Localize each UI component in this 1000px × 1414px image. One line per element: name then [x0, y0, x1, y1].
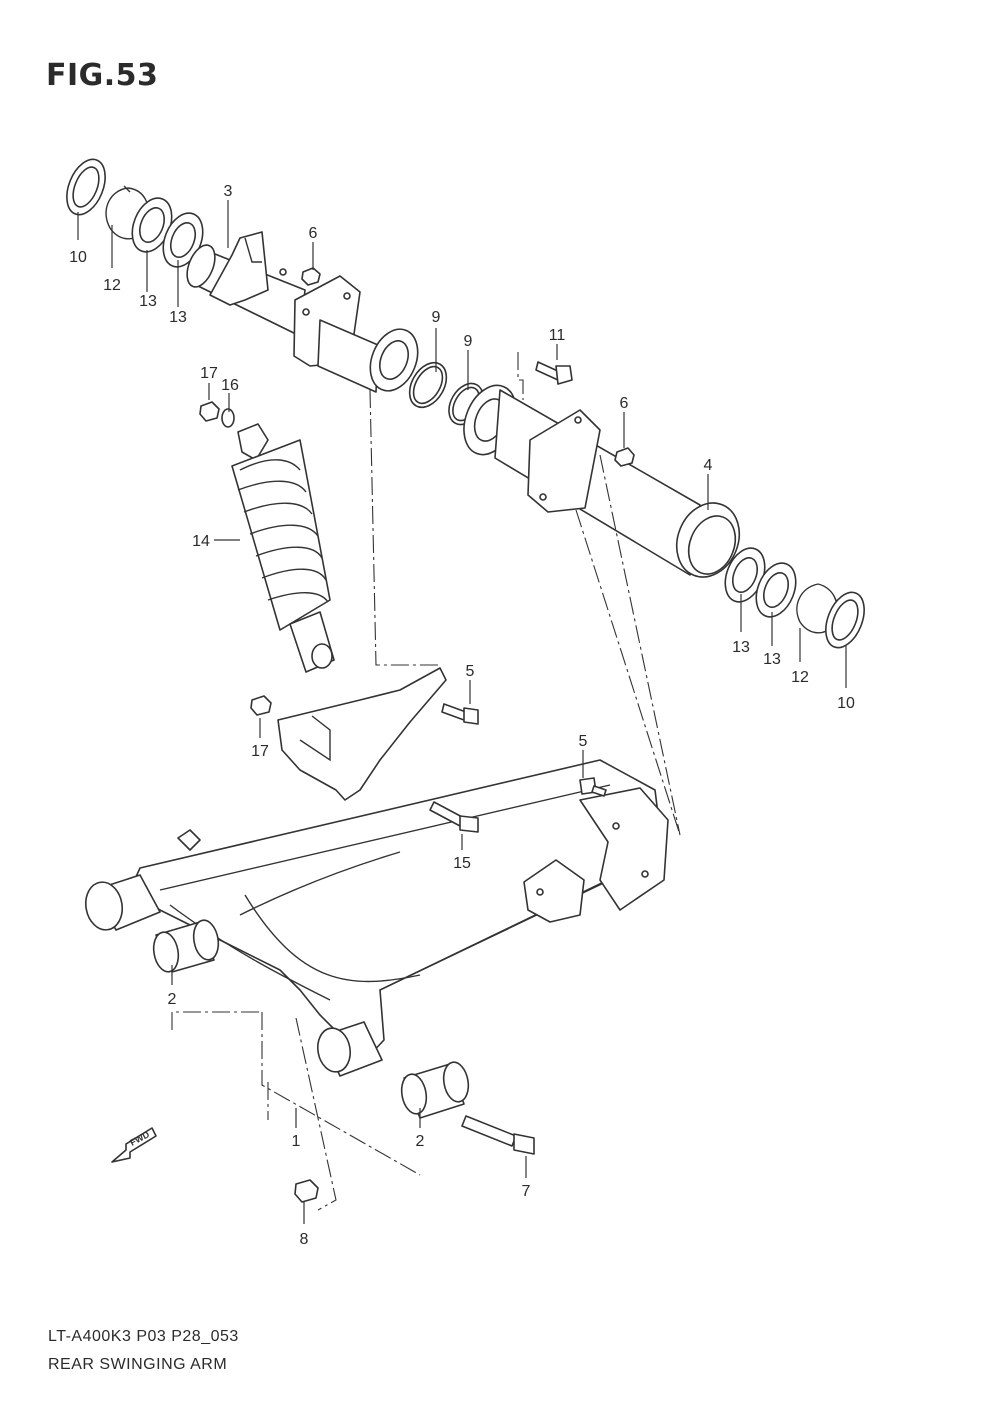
callout-nut-17-bottom: 17 [251, 743, 269, 760]
callout-oil-seal-right: 10 [837, 695, 855, 712]
callout-circlip-right: 12 [791, 669, 809, 686]
swinging-arm[interactable] [129, 667, 669, 1061]
assembly-dash-lines [171, 352, 681, 1211]
swing-arm-pivot-left [84, 874, 161, 931]
bearing-left-inner[interactable] [156, 207, 210, 272]
callout-bolt-5-bracket: 5 [579, 733, 588, 750]
callout-bushing-2-right: 2 [416, 1133, 425, 1150]
nut-17-bottom[interactable] [250, 695, 272, 716]
o-ring-right[interactable] [442, 377, 490, 430]
callout-bearing-right-outer: 13 [763, 651, 781, 668]
callout-oil-seal-left: 10 [69, 249, 87, 266]
bushing-2-right[interactable] [399, 1060, 472, 1119]
figure-title: FIG.53 [46, 58, 159, 93]
callout-bolt-5-shock: 5 [466, 663, 475, 680]
callout-bearing-left-inner: 13 [169, 309, 187, 326]
rear-shock-absorber[interactable] [231, 423, 335, 673]
oil-seal-left[interactable] [59, 154, 112, 221]
bolt-11[interactable] [535, 361, 573, 385]
callout-pivot-shaft-left: 3 [224, 183, 233, 200]
callout-bolt-11: 11 [549, 327, 566, 344]
callout-bearing-right-inner: 13 [732, 639, 750, 656]
callout-o-ring-left: 9 [432, 309, 441, 326]
leader-lines [77, 200, 847, 1224]
nut-6-left[interactable] [301, 267, 321, 286]
figure-caption: REAR SWINGING ARM [48, 1356, 228, 1373]
oil-seal-right[interactable] [818, 587, 871, 654]
callout-pivot-shaft-right: 4 [704, 457, 713, 474]
bushing-2-left[interactable] [151, 918, 222, 974]
bolt-5-bracket[interactable] [579, 777, 607, 797]
callout-bearing-left-outer: 13 [139, 293, 157, 310]
callout-bolt-7: 7 [522, 1183, 531, 1200]
callout-numbers: 10 12 13 13 3 6 9 9 11 17 16 6 4 14 13 1… [69, 183, 855, 1248]
callout-bolt-15: 15 [453, 855, 471, 872]
bearing-left-outer[interactable] [125, 192, 179, 257]
bolt-5-shock[interactable] [441, 703, 479, 725]
nut-8[interactable] [294, 1179, 319, 1203]
callout-nut-8: 8 [300, 1231, 309, 1248]
callout-washer-16: 16 [221, 377, 239, 394]
callout-swinging-arm: 1 [292, 1133, 301, 1150]
callout-o-ring-right: 9 [464, 333, 473, 350]
bolt-15[interactable] [429, 801, 479, 833]
o-ring-left[interactable] [402, 356, 454, 414]
pivot-shaft-left[interactable] [182, 231, 427, 398]
model-code: LT-A400K3 P03 P28_053 [48, 1328, 239, 1345]
callout-circlip-left: 12 [103, 277, 121, 294]
bearing-right-inner[interactable] [718, 542, 772, 607]
callout-rear-shock-absorber: 14 [192, 533, 210, 550]
callout-bushing-2-left: 2 [168, 991, 177, 1008]
bolt-7[interactable] [461, 1115, 535, 1155]
nut-6-right[interactable] [614, 447, 635, 467]
bearing-right-outer[interactable] [749, 557, 803, 622]
fwd-arrow-icon: FWD [111, 1127, 157, 1163]
nut-17-top[interactable] [199, 401, 220, 422]
callout-nut-6-right: 6 [620, 395, 629, 412]
callout-nut-17-top: 17 [200, 365, 218, 382]
pivot-shaft-right[interactable] [454, 378, 750, 587]
washer-16[interactable] [221, 408, 235, 428]
callout-nut-6-left: 6 [309, 225, 318, 242]
swing-arm-pivot-right [316, 1021, 383, 1077]
